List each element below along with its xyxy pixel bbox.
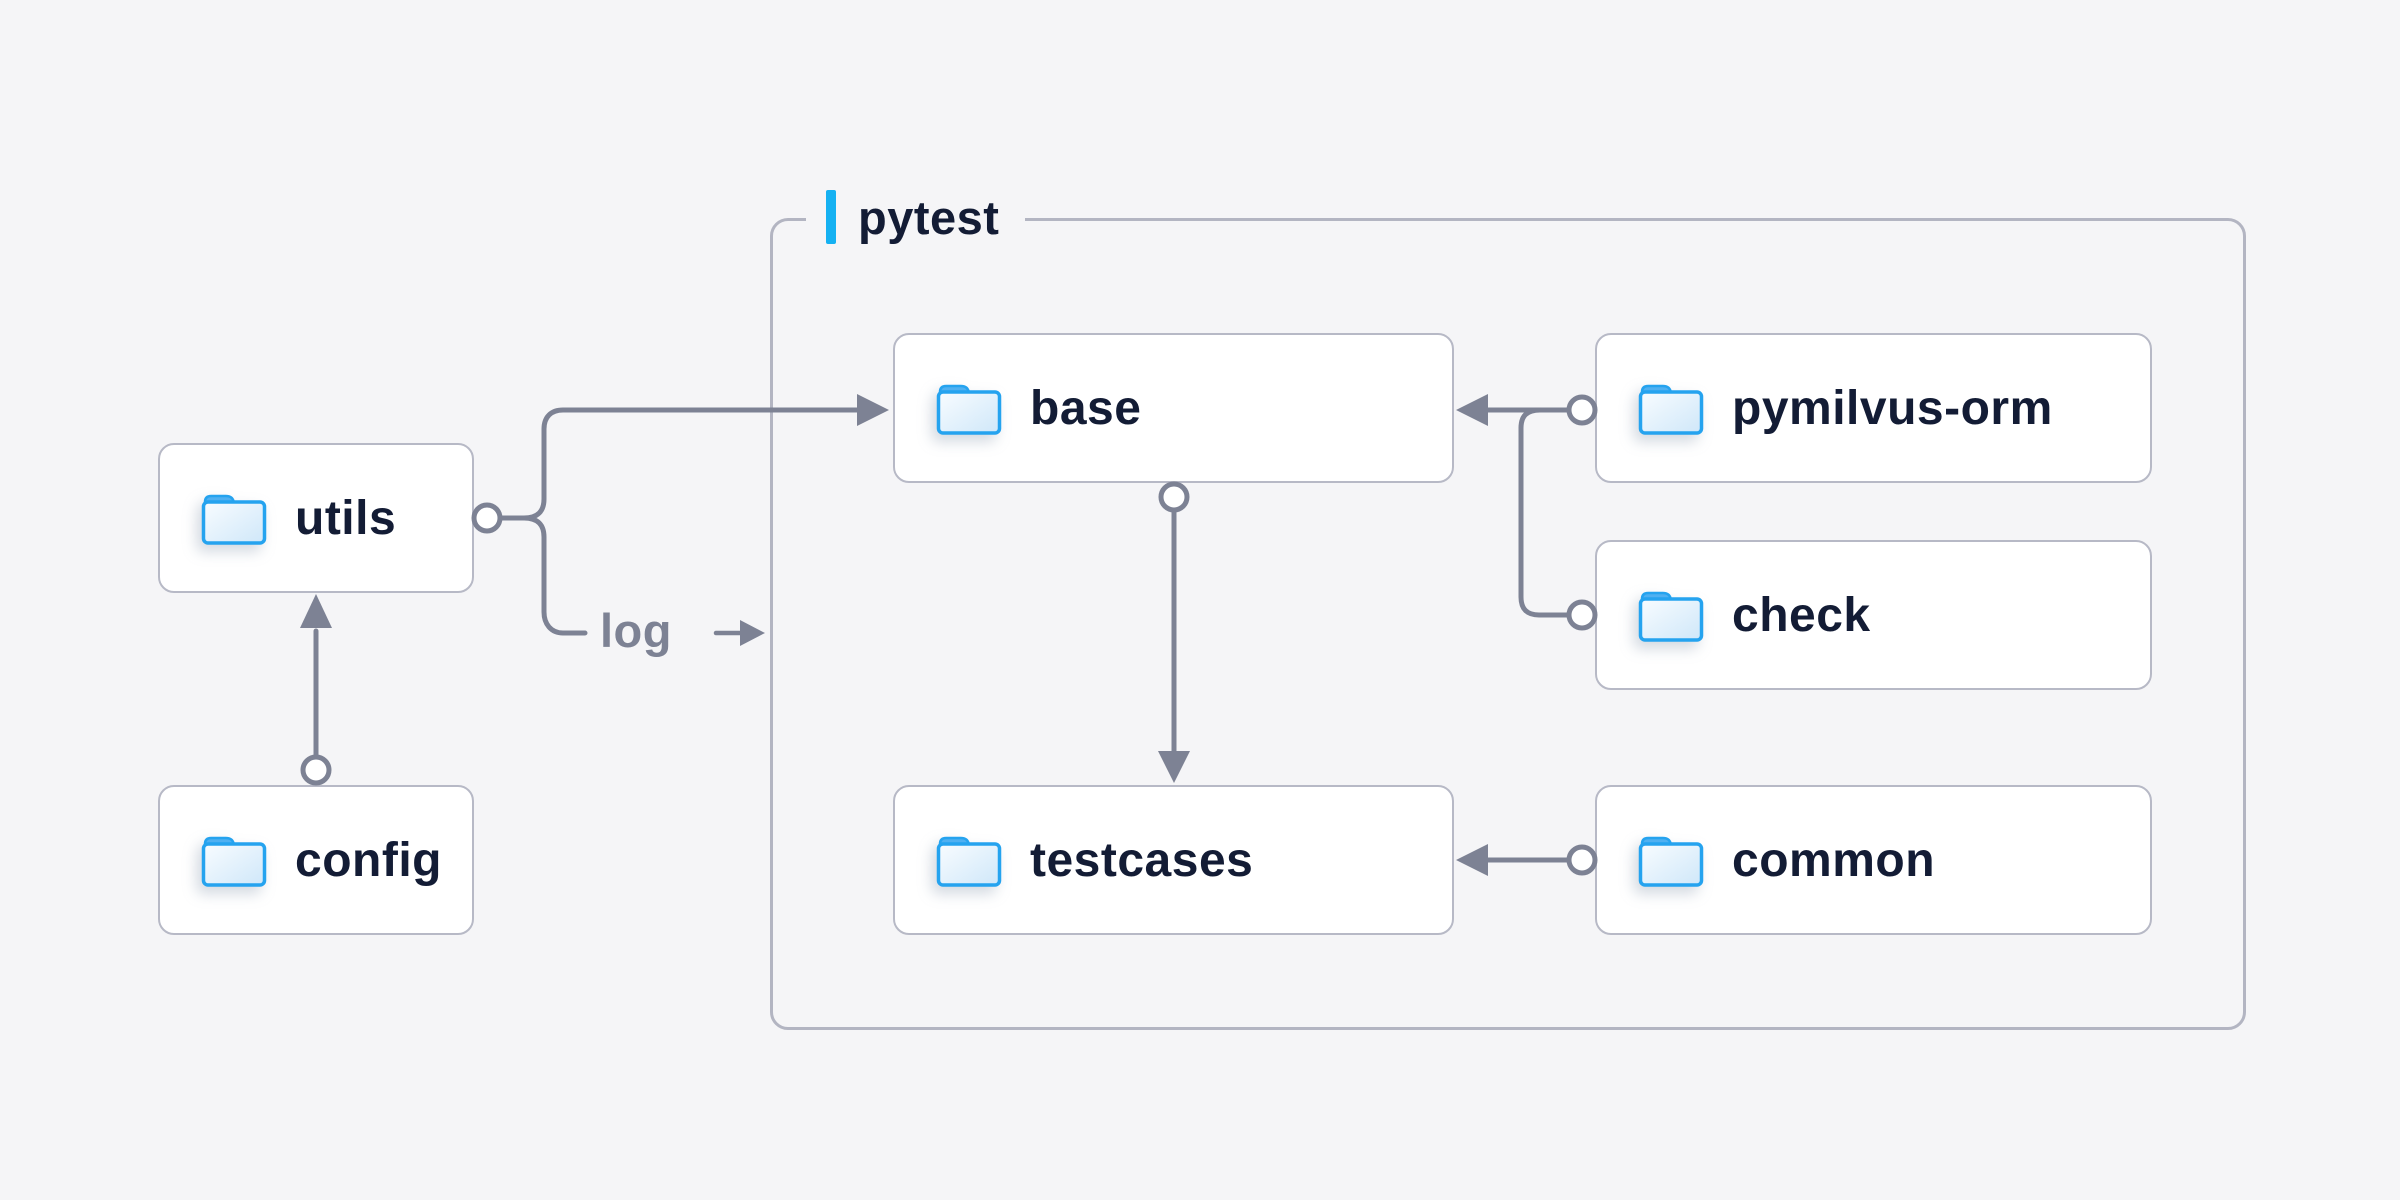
edge-log-label: log [600, 604, 672, 657]
folder-icon [1638, 836, 1704, 887]
node-label: utils [295, 491, 397, 545]
edge-config-to-utils [300, 594, 332, 786]
source-port-circle [471, 502, 503, 534]
node-check: check [1595, 540, 2152, 690]
folder-icon [936, 836, 1002, 887]
folder-icon [1638, 384, 1704, 435]
folder-icon [201, 494, 267, 545]
node-label: base [1030, 381, 1142, 435]
folder-icon [201, 836, 267, 887]
folder-icon [1638, 591, 1704, 642]
node-common: common [1595, 785, 2152, 935]
log-arrow-icon [740, 620, 765, 646]
pytest-container-label: pytest [806, 185, 1026, 249]
node-label: common [1732, 833, 1936, 887]
folder-icon [936, 384, 1002, 435]
arrowhead-icon [300, 594, 332, 628]
node-testcases: testcases [893, 785, 1454, 935]
pytest-container [770, 218, 2246, 1030]
node-base: base [893, 333, 1454, 483]
node-label: config [295, 833, 442, 887]
node-label: pymilvus-orm [1732, 381, 2053, 435]
node-pymilvus-orm: pymilvus-orm [1595, 333, 2152, 483]
pytest-label-text: pytest [858, 190, 1000, 244]
source-port-circle [300, 754, 332, 786]
edge-line [521, 515, 588, 636]
accent-bar-icon [826, 190, 836, 244]
node-config: config [158, 785, 474, 935]
node-label: testcases [1030, 833, 1254, 887]
node-utils: utils [158, 443, 474, 593]
node-label: check [1732, 588, 1871, 642]
